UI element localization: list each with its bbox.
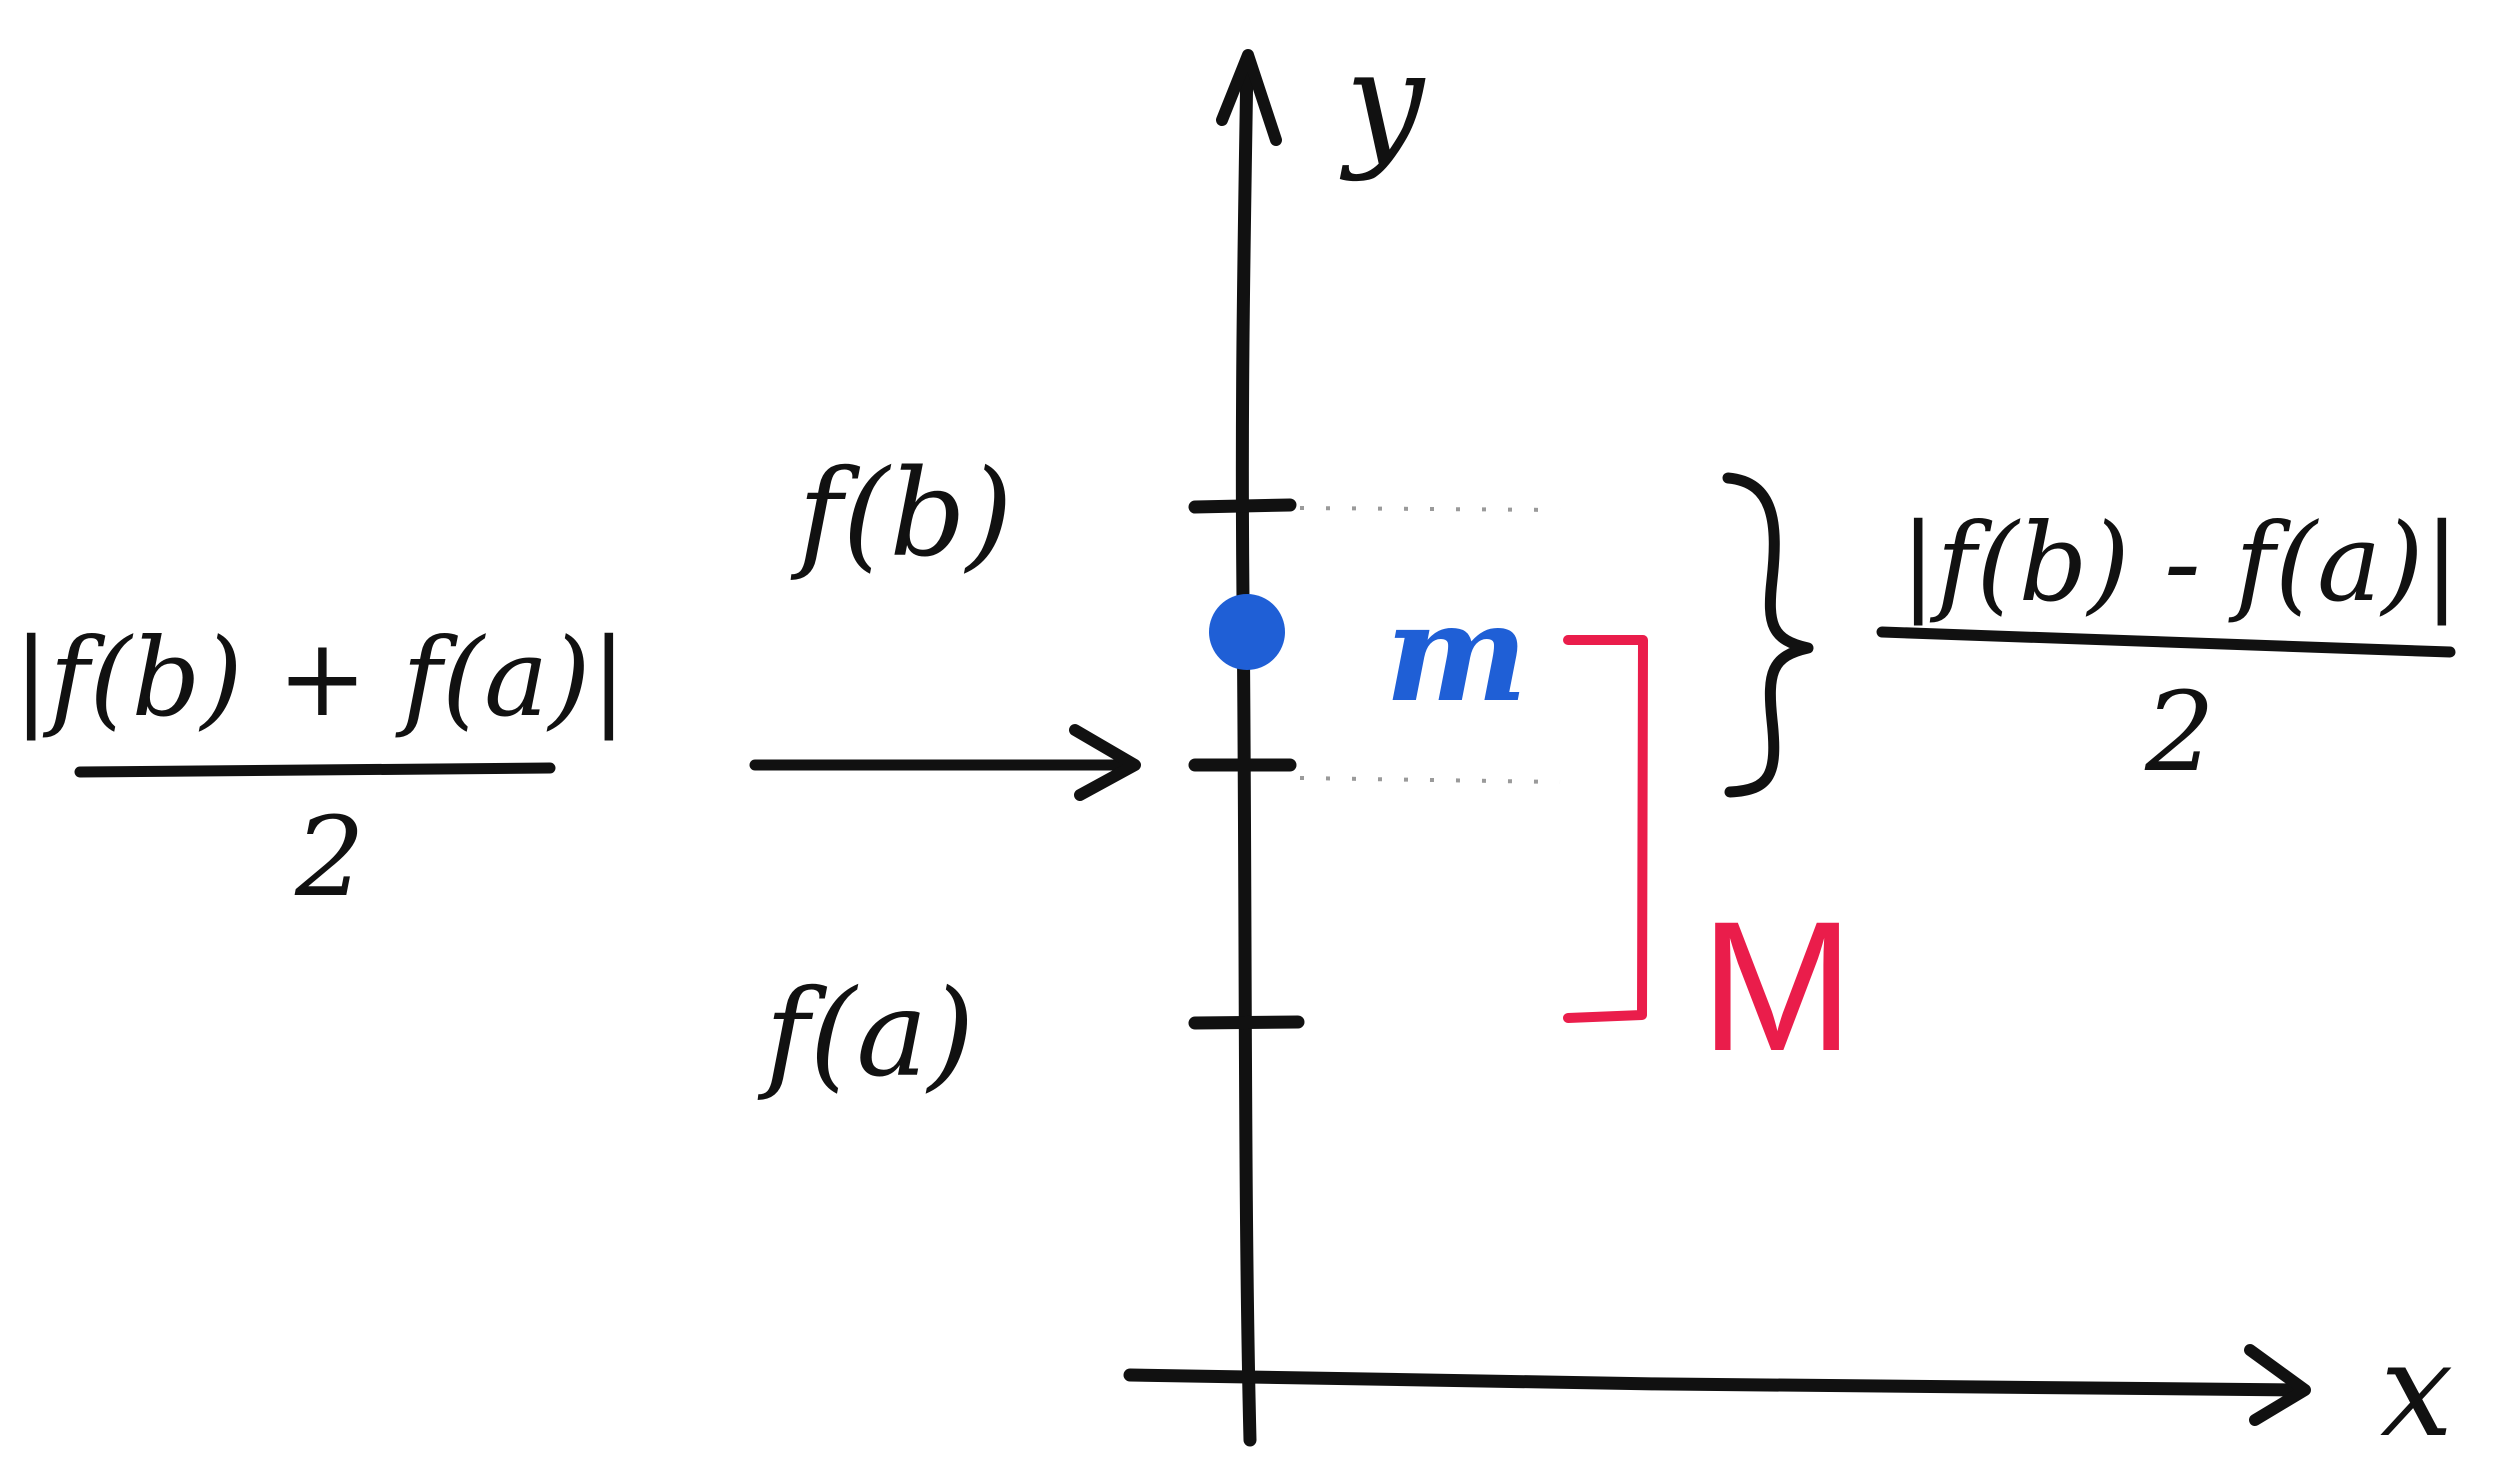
- bound-label: M: [1700, 884, 1854, 1090]
- right-formula-fraction-bar: [1876, 626, 2456, 658]
- y-axis-arrowhead: [1216, 49, 1282, 146]
- right-formula-numerator: |f(b) - f(a)|: [1900, 501, 2460, 626]
- left-formula-fraction-bar: [74, 762, 556, 778]
- dotted-guide-center: [1299, 776, 1561, 784]
- tick-label-f-b: f(b): [790, 445, 1013, 584]
- dotted-guide-f-b: [1299, 506, 1561, 512]
- x-axis-label: x: [2380, 1314, 2453, 1466]
- y-axis-label: y: [1339, 21, 1426, 184]
- tick-label-f-a: f(a): [757, 965, 975, 1104]
- x-axis-arrowhead: [2244, 1344, 2311, 1426]
- right-formula-denominator: 2: [2144, 668, 2215, 796]
- curly-brace: [1722, 472, 1814, 798]
- y-axis-line: [1235, 53, 1257, 1447]
- midpoint-dot: [1209, 594, 1285, 670]
- bound-bracket: [1563, 635, 1648, 1023]
- left-formula-denominator: 2: [294, 793, 365, 921]
- tick-f-a: [1188, 1015, 1305, 1030]
- tick-f-b: [1188, 498, 1297, 514]
- pointer-arrowhead: [1069, 724, 1141, 801]
- left-formula-numerator: |f(b) + f(a)|: [13, 616, 627, 741]
- x-axis-line: [1123, 1368, 2307, 1397]
- midpoint-label: m: [1385, 573, 1528, 732]
